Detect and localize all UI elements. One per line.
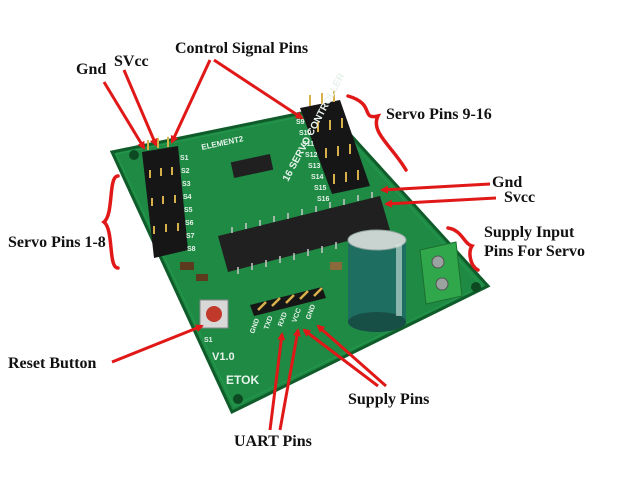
brace-servo-9-16	[346, 94, 408, 172]
pin-label-s11: S11	[302, 141, 314, 148]
right-pin-labels: S9 S10 S11 S12 S13 S14 S15 S16	[296, 119, 330, 203]
supply-terminal-block	[419, 241, 463, 305]
annotation-arrows	[102, 58, 497, 431]
label-control-signal-pins: Control Signal Pins	[175, 40, 309, 57]
reset-button	[199, 299, 229, 329]
label-servo-pins-1-8: Servo Pins 1-8	[8, 234, 106, 251]
pin-label-s16: S16	[317, 196, 330, 203]
bottom-pin-header	[250, 287, 326, 316]
label-supply-input-line1: Supply Input	[484, 224, 575, 241]
arrow-supply-1	[302, 328, 379, 388]
label-supply-input-line2: Pins For Servo	[484, 243, 586, 260]
bottom-pin-labels: GND TXD RXD VCC GND	[249, 304, 317, 335]
label-supply-pins: Supply Pins	[348, 391, 430, 408]
pin-label-s1: S1	[180, 155, 189, 162]
pin-label-s10: S10	[299, 130, 312, 137]
pcb-board	[109, 106, 491, 415]
pin-label-s3: S3	[182, 181, 191, 188]
arrow-control-left	[170, 59, 212, 144]
capacitor	[347, 229, 407, 332]
arrow-gnd-top	[102, 81, 146, 150]
pin-label-s12: S12	[305, 152, 318, 159]
pin-label-s6: S6	[185, 220, 194, 227]
arrow-reset	[111, 324, 204, 364]
label-servo-pins-9-16: Servo Pins 9-16	[386, 106, 492, 123]
pin-label-s14: S14	[311, 174, 324, 181]
pin-label-s9: S9	[296, 119, 305, 126]
label-gnd-top: Gnd	[76, 61, 107, 78]
arrow-gnd-right	[380, 182, 491, 194]
pin-label-rxd: RXD	[277, 311, 289, 327]
pin-label-gnd-1: GND	[249, 318, 261, 335]
board-maker: ETOK	[226, 373, 259, 387]
pin-label-vcc: VCC	[291, 307, 303, 323]
label-reset-button: Reset Button	[8, 355, 97, 372]
brace-servo-1-8	[101, 174, 120, 270]
pin-label-s2: S2	[181, 168, 190, 175]
arrow-uart-2	[278, 328, 301, 431]
smd-chip	[230, 154, 274, 178]
brace-supply-input	[446, 226, 480, 272]
pin-label-gnd-2: GND	[305, 304, 317, 321]
pin-label-s5: S5	[184, 207, 193, 214]
arrow-control-right	[213, 58, 304, 120]
reset-ref-label: S1	[204, 337, 213, 344]
arrow-uart-1	[268, 332, 286, 431]
pin-label-s13: S13	[308, 163, 321, 170]
left-pin-labels: S1 S2 S3 S4 S5 S6 S7 S8	[180, 155, 196, 253]
label-svcc-top: SVcc	[114, 53, 149, 70]
arrow-svcc-right	[384, 196, 497, 208]
arrow-supply-2	[316, 324, 387, 388]
servo-header-9-16	[300, 91, 370, 194]
pin-label-txd: TXD	[263, 315, 274, 331]
servo-header-1-8	[142, 137, 188, 258]
pin-label-s7: S7	[186, 233, 195, 240]
annotation-braces	[101, 94, 480, 272]
label-svcc-right: Svcc	[504, 189, 536, 206]
arrow-svcc-top	[122, 69, 158, 147]
pin-label-s8: S8	[187, 246, 196, 253]
board-version: V1.0	[212, 351, 235, 363]
label-gnd-right: Gnd	[492, 174, 523, 191]
pin-label-s15: S15	[314, 185, 327, 192]
pin-label-s4: S4	[183, 194, 192, 201]
label-uart-pins: UART Pins	[234, 433, 312, 450]
